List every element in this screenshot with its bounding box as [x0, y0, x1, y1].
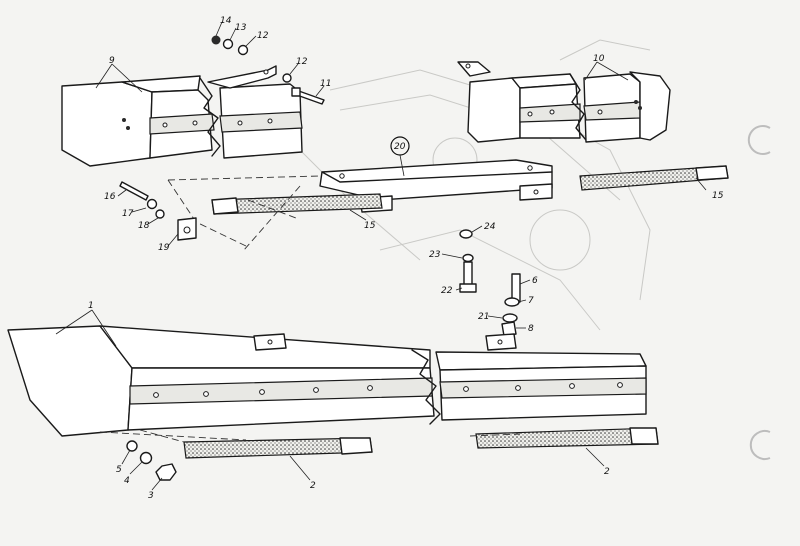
callout-3: 3 — [148, 491, 154, 501]
callout-labels: 14 13 12 12 11 9 10 20 15 15 16 17 18 19… — [88, 16, 724, 501]
callout-5: 5 — [116, 465, 122, 475]
callout-2-left: 2 — [310, 481, 316, 491]
callout-15-right: 15 — [712, 191, 724, 201]
callout-11: 11 — [320, 79, 331, 89]
callout-21: 21 — [478, 312, 489, 322]
callout-10: 10 — [593, 54, 605, 64]
brace-part-15-left — [211, 193, 383, 215]
callout-8: 8 — [528, 324, 534, 334]
brace-part-2-right — [475, 427, 659, 449]
bumper-part-9 — [61, 65, 303, 167]
hardware-16-19 — [119, 181, 197, 241]
hardware-center — [459, 229, 521, 337]
callout-1: 1 — [88, 301, 94, 311]
callout-23: 23 — [429, 250, 441, 260]
callout-20: 20 — [394, 142, 406, 152]
callout-24: 24 — [484, 222, 496, 232]
callout-17: 17 — [122, 209, 134, 219]
callout-12-top: 12 — [257, 31, 269, 41]
callout-18: 18 — [138, 221, 150, 231]
callout-12-right: 12 — [296, 57, 308, 67]
callout-7: 7 — [528, 296, 534, 306]
bumper-part-10 — [457, 61, 671, 143]
callout-15-left: 15 — [364, 221, 376, 231]
callout-14: 14 — [220, 16, 232, 26]
callout-19: 19 — [158, 243, 170, 253]
callout-22: 22 — [441, 286, 453, 296]
callout-9: 9 — [109, 56, 115, 66]
leader-lines — [55, 21, 707, 491]
callout-2-right: 2 — [604, 467, 610, 477]
binder-holes — [747, 125, 771, 460]
brace-part-15-right — [579, 165, 729, 191]
bumper-part-1 — [7, 325, 647, 437]
brace-part-2-left — [183, 437, 373, 459]
hardware-lower-left — [126, 440, 177, 481]
callout-6: 6 — [532, 276, 538, 286]
callout-13: 13 — [235, 23, 247, 33]
assembly-dashed-lines-lower — [99, 429, 521, 443]
hardware-upper — [211, 35, 325, 105]
callout-16: 16 — [104, 192, 116, 202]
callout-4: 4 — [124, 476, 130, 486]
